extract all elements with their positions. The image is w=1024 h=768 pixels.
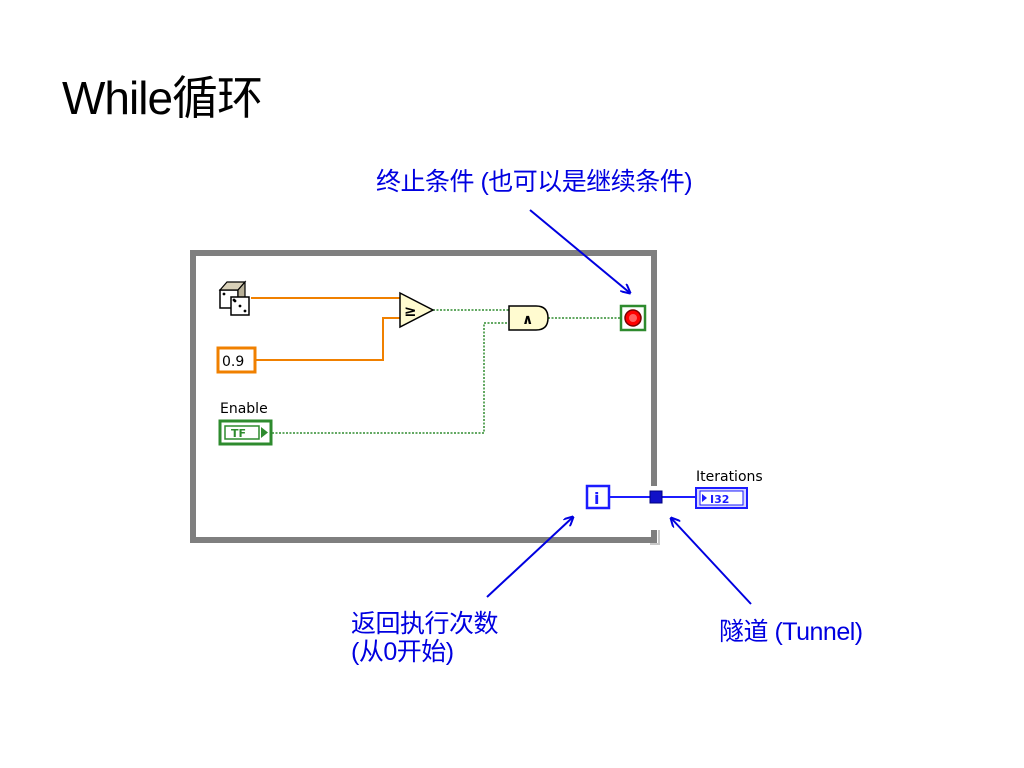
and-symbol: ∧ [522,312,533,328]
iteration-annotation-line2: (从0开始) [351,638,454,666]
enable-terminal-text: TF [231,427,246,440]
iteration-arrow [486,517,573,598]
iteration-annotation: 返回执行次数 (从0开始) [351,610,499,666]
dice-icon[interactable] [218,280,250,316]
iterations-label: Iterations [696,469,763,485]
iteration-terminal-text: i [594,489,599,508]
compare-symbol: ≥ [404,302,417,320]
numeric-constant-value: 0.9 [222,354,244,370]
while-loop-structure[interactable] [190,250,660,545]
stop-conditional-terminal[interactable] [619,304,647,332]
tunnel[interactable] [649,490,663,504]
stop-condition-annotation: 终止条件 (也可以是继续条件) [376,168,693,196]
and-gate-node[interactable]: ∧ [508,305,549,331]
tunnel-annotation: 隧道 (Tunnel) [719,618,863,646]
iterations-indicator[interactable]: I32 [695,487,748,509]
iteration-terminal[interactable]: i [585,484,611,510]
enable-boolean-control[interactable]: TF [218,419,273,446]
tunnel-arrow [671,518,752,605]
iteration-annotation-line1: 返回执行次数 [351,610,499,638]
greater-or-equal-node[interactable]: ≥ [399,291,435,329]
numeric-wires [251,297,401,361]
enable-label: Enable [220,401,268,417]
page-title: While循环 [62,72,263,124]
boolean-wires [272,309,621,434]
stop-condition-arrow [529,209,630,293]
numeric-constant[interactable]: 0.9 [216,346,257,374]
iterations-indicator-text: I32 [710,493,729,506]
